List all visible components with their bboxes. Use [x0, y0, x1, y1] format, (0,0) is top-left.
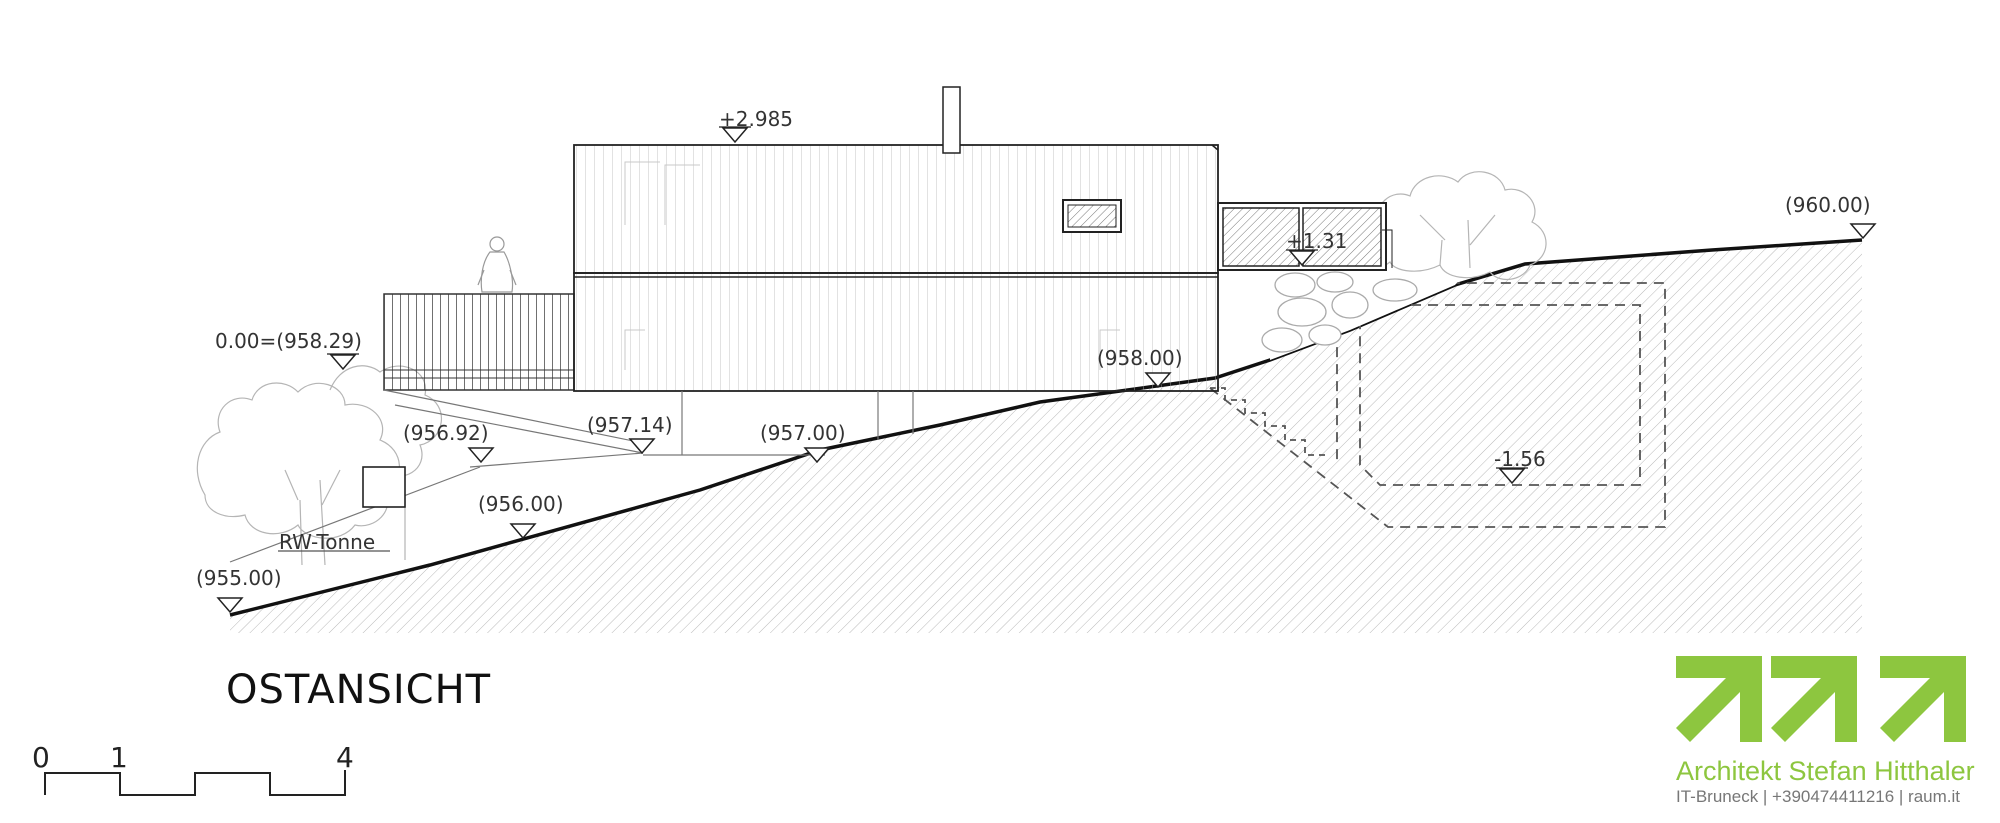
firm-contact: IT-Bruneck | +390474411216 | raum.it: [1676, 787, 1960, 806]
firm-name: Architekt Stefan Hitthaler: [1676, 756, 1975, 786]
basement-outline-dashed: [1209, 282, 1666, 528]
level-label-95714: (957.14): [587, 413, 673, 437]
level-marker-95692: [467, 447, 495, 464]
scale-label-0: 0: [32, 741, 50, 774]
stone-wall: [1261, 268, 1470, 360]
scale-label-4: 4: [336, 741, 354, 774]
level-marker-ridge: [721, 127, 749, 144]
level-marker-95500: [216, 597, 244, 614]
tree-left-icon: [196, 365, 442, 566]
level-label-garage: +1.31: [1286, 229, 1347, 253]
scale-bar: [44, 770, 346, 796]
level-label-ridge: +2.985: [719, 107, 793, 131]
level-label-reference: 0.00=(958.29): [215, 329, 362, 353]
rainwater-tank: [278, 466, 406, 552]
garage-block: [1217, 202, 1393, 271]
level-marker-basement: [1498, 468, 1526, 485]
level-label-95700: (957.00): [760, 421, 846, 445]
view-title: OSTANSICHT: [226, 667, 491, 713]
firm-logo-icon: [1676, 656, 1966, 742]
level-label-95692: (956.92): [403, 421, 489, 445]
level-marker-95600: [509, 523, 537, 540]
rw-tonne-label: RW-Tonne: [279, 530, 375, 554]
level-label-basement: -1.56: [1494, 447, 1546, 471]
scale-label-1: 1: [110, 741, 128, 774]
level-label-95500: (955.00): [196, 566, 282, 590]
level-marker-garage: [1288, 250, 1316, 267]
level-marker-95800: [1144, 372, 1172, 389]
level-marker-reference: [329, 354, 357, 371]
level-marker-95700: [803, 447, 831, 464]
level-marker-95714: [628, 438, 656, 455]
terrace-railing: [383, 293, 575, 391]
level-marker-96000: [1849, 223, 1877, 240]
house-building: [573, 86, 1219, 455]
access-path-lines: [229, 389, 825, 563]
tree-right-icon: [1356, 171, 1547, 281]
person-figure-icon: [477, 236, 517, 293]
level-label-96000: (960.00): [1785, 193, 1871, 217]
level-label-95800: (958.00): [1097, 346, 1183, 370]
level-label-95600: (956.00): [478, 492, 564, 516]
